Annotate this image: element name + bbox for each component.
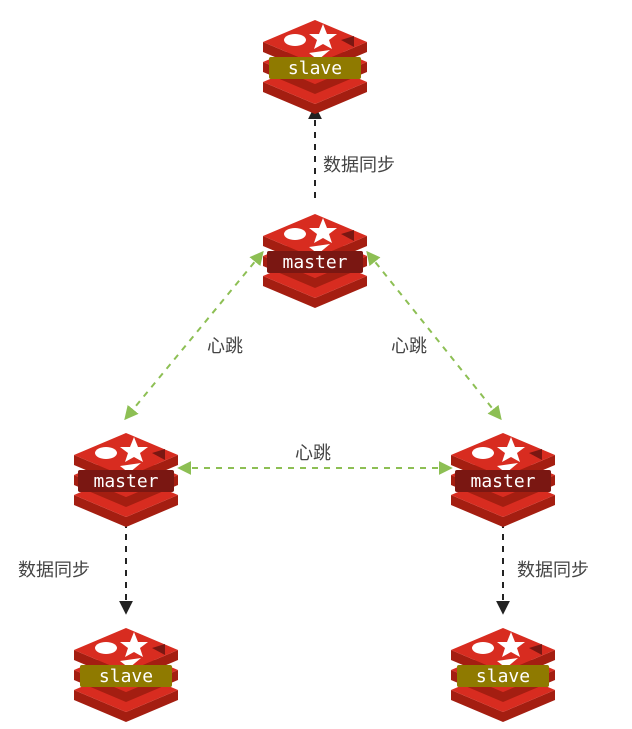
node-master-center-label: master [282, 252, 347, 273]
node-slave-left: slave [74, 628, 178, 722]
edge-heartbeat-right-arrow [366, 250, 502, 421]
node-master-left-label: master [93, 471, 158, 492]
edge-sync-right: 数据同步 [496, 522, 589, 615]
node-slave-left-label: slave [99, 666, 153, 687]
node-master-right: master [451, 433, 555, 527]
edge-heartbeat-left-label: 心跳 [207, 336, 243, 357]
edge-heartbeat-right-label: 心跳 [391, 336, 427, 357]
node-slave-top-label-bg [269, 57, 361, 79]
node-slave-top-label: slave [288, 58, 342, 79]
edge-heartbeat-bottom: 心跳 [177, 443, 453, 475]
edge-heartbeat-right: 心跳 [366, 250, 502, 421]
edge-sync-left-label: 数据同步 [18, 560, 90, 581]
edge-heartbeat-left: 心跳 [124, 250, 264, 421]
node-master-right-label-bg [455, 470, 551, 492]
node-slave-right-label: slave [476, 666, 530, 687]
node-slave-left-label-bg [80, 665, 172, 687]
node-master-left: master [74, 433, 178, 527]
edge-sync-top: 数据同步 [308, 105, 395, 198]
node-slave-right: slave [451, 628, 555, 722]
edge-sync-left: 数据同步 [18, 522, 133, 615]
node-master-right-label: master [470, 471, 535, 492]
edge-sync-top-label: 数据同步 [323, 155, 395, 176]
node-slave-right-label-bg [457, 665, 549, 687]
edge-sync-right-label: 数据同步 [517, 560, 589, 581]
node-master-center-label-bg [267, 251, 363, 273]
edge-heartbeat-bottom-label: 心跳 [295, 443, 331, 464]
node-master-left-label-bg [78, 470, 174, 492]
node-master-center: master [263, 214, 367, 308]
node-slave-top: slave [263, 20, 367, 114]
